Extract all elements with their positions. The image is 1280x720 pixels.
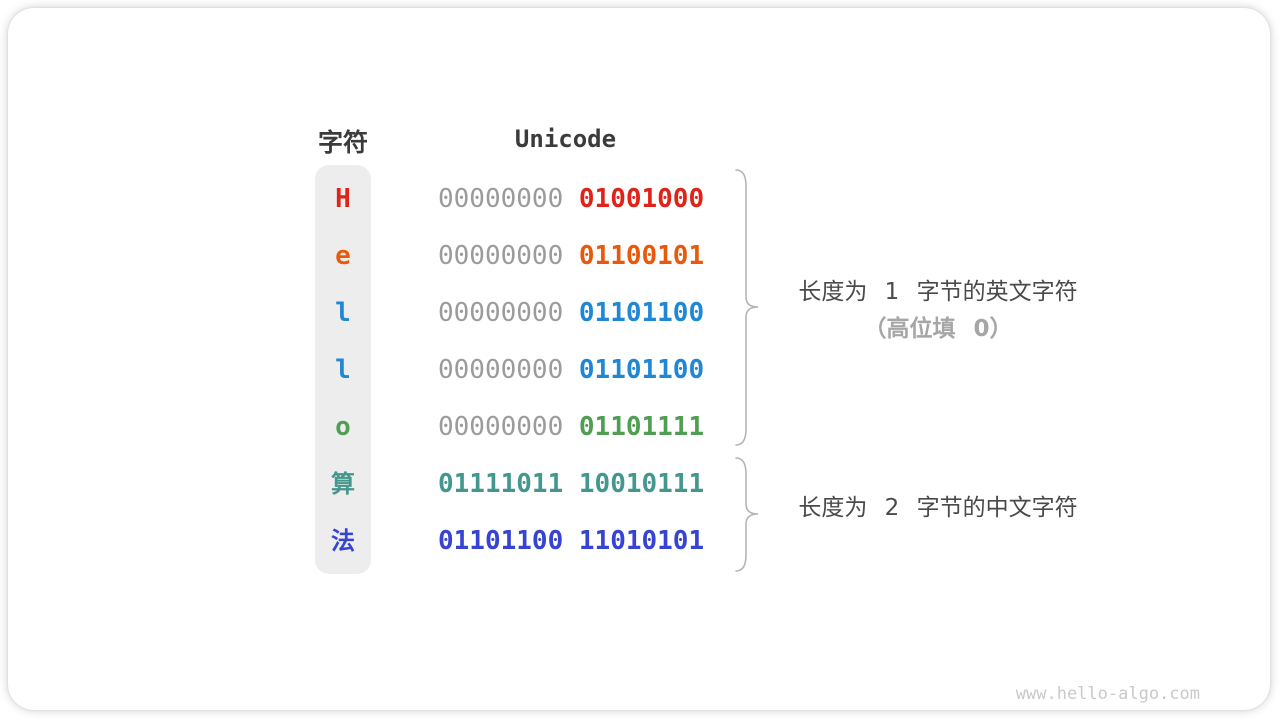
char-cell: 法 [331, 527, 355, 555]
table-row: e 00000000 01100101 [8, 239, 1280, 273]
curly-brace-chinese-group [735, 457, 759, 572]
table-row: l 00000000 01101100 [8, 296, 1280, 330]
low-byte: 01001000 [578, 184, 705, 214]
char-column-background [315, 165, 371, 574]
low-byte: 01101100 [578, 298, 705, 328]
unicode-bits: 00000000 01100101 [438, 239, 704, 273]
table-row: H 00000000 01001000 [8, 182, 1280, 216]
char-cell: l [335, 355, 351, 385]
high-byte: 00000000 [438, 298, 564, 328]
char-cell: o [335, 412, 351, 442]
high-byte: 01101100 [438, 526, 564, 556]
column-header-unicode: Unicode [514, 125, 617, 153]
figure-card: 字符 Unicode H 00000000 01001000 e 0000000… [8, 8, 1270, 710]
unicode-bits: 01111011 10010111 [438, 467, 704, 501]
curly-brace-english-group [735, 169, 759, 446]
high-byte: 01111011 [438, 469, 564, 499]
unicode-bits: 00000000 01001000 [438, 182, 704, 216]
table-row: l 00000000 01101100 [8, 353, 1280, 387]
unicode-bits: 00000000 01101111 [438, 410, 704, 444]
unicode-bits: 00000000 01101100 [438, 296, 704, 330]
table-row: 法 01101100 11010101 [8, 524, 1280, 558]
high-byte: 00000000 [438, 412, 564, 442]
low-byte: 01100101 [578, 241, 705, 271]
annotation-english-line2: （高位填 0） [863, 316, 1013, 342]
unicode-bits: 00000000 01101100 [438, 353, 704, 387]
high-byte: 00000000 [438, 184, 564, 214]
column-header-char: 字符 [317, 128, 368, 157]
char-cell: H [335, 184, 351, 214]
low-byte: 01101100 [578, 355, 705, 385]
low-byte: 01101111 [578, 412, 705, 442]
curly-brace-group [735, 169, 759, 572]
annotation-english-chars: 长度为 1 字节的英文字符 （高位填 0） [768, 278, 1108, 343]
low-byte: 11010101 [578, 526, 705, 556]
annotation-chinese-line1: 长度为 2 字节的中文字符 [798, 495, 1078, 521]
annotation-chinese-chars: 长度为 2 字节的中文字符 [768, 494, 1108, 522]
high-byte: 00000000 [438, 355, 564, 385]
unicode-bits: 01101100 11010101 [438, 524, 704, 558]
watermark-url: www.hello-algo.com [1015, 684, 1200, 704]
low-byte: 10010111 [578, 469, 705, 499]
table-row: 算 01111011 10010111 [8, 467, 1280, 501]
char-cell: e [335, 241, 351, 271]
table-row: o 00000000 01101111 [8, 410, 1280, 444]
high-byte: 00000000 [438, 241, 564, 271]
char-cell: l [335, 298, 351, 328]
char-cell: 算 [331, 470, 355, 498]
annotation-english-line1: 长度为 1 字节的英文字符 [798, 279, 1078, 305]
